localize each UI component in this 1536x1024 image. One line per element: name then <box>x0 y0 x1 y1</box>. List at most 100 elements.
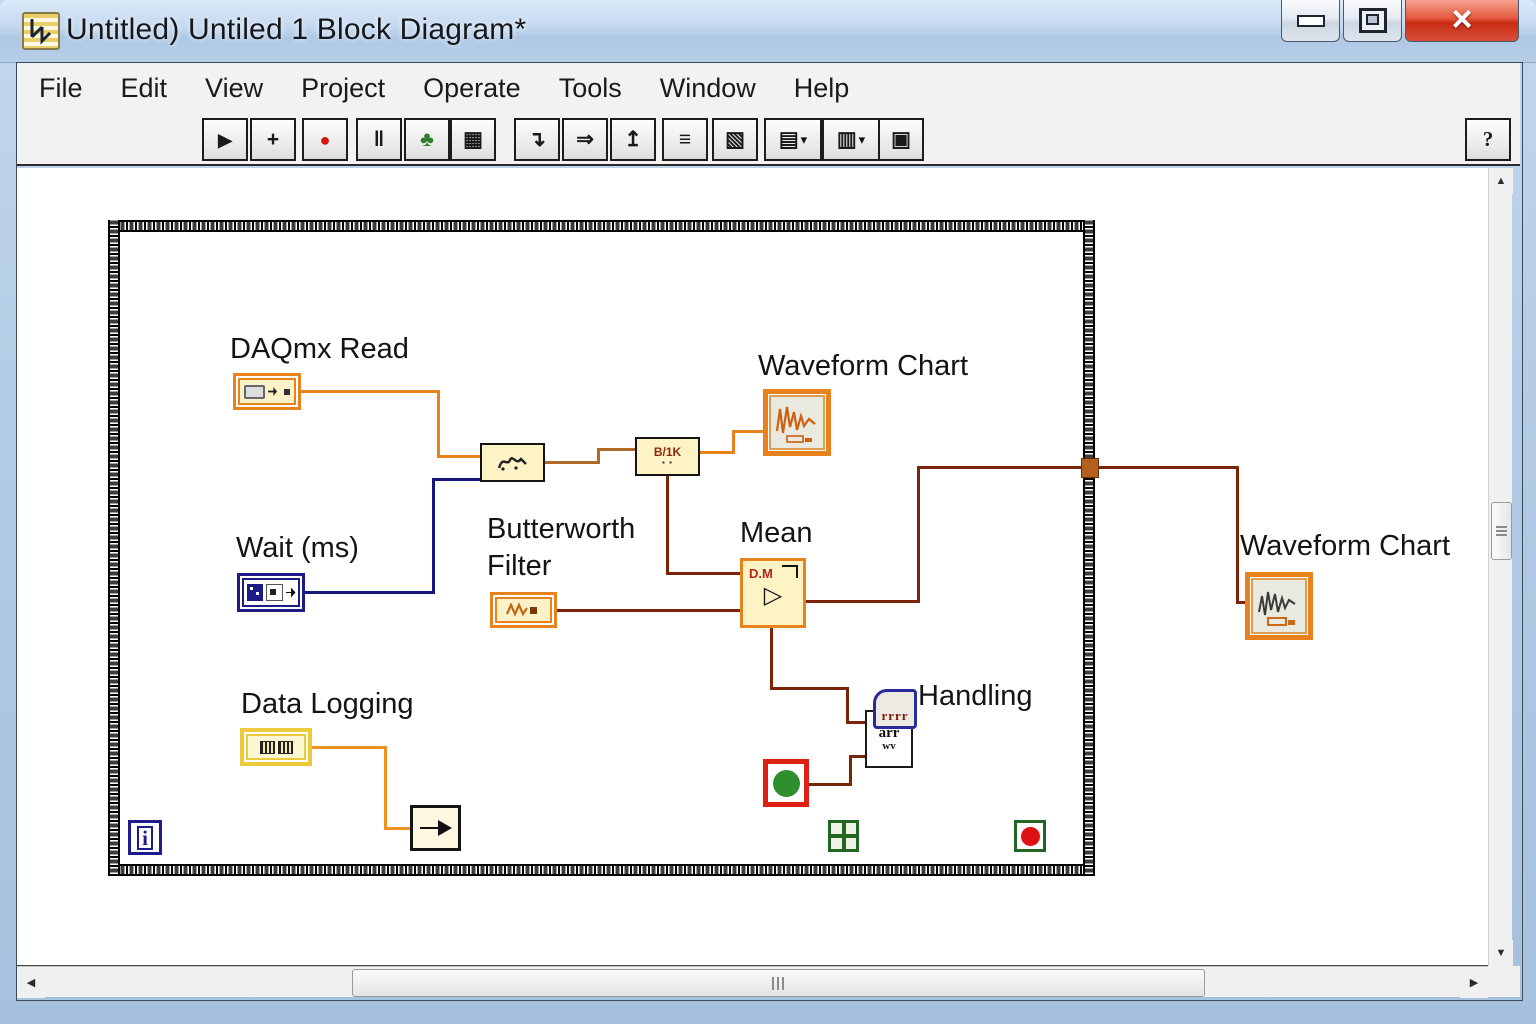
thumb-grip-icon <box>771 976 786 990</box>
wire-daqmx-to-filter[interactable] <box>437 390 440 458</box>
wire-wait-to-filter[interactable] <box>432 478 435 594</box>
pause-icon: ‖ <box>373 128 385 151</box>
handling-rrrr-glyph: rrrr <box>881 708 909 723</box>
wire-stop-to-handling[interactable] <box>807 783 852 786</box>
block-diagram-canvas[interactable]: DAQmx Read Wait (ms) Data Logging Butter… <box>17 168 1488 966</box>
wire-stop-to-handling[interactable] <box>849 755 852 786</box>
wire-filter-to-scale[interactable] <box>597 448 600 464</box>
toolbar-run[interactable]: ▶ <box>202 118 248 161</box>
scroll-right-button[interactable]: ▶ <box>1460 967 1488 998</box>
menu-item-view[interactable]: View <box>205 73 264 103</box>
while-loop-border-right[interactable] <box>1083 220 1095 876</box>
loop-condition-terminal[interactable] <box>1014 820 1046 852</box>
wire-mean-to-right-chart[interactable] <box>917 466 1239 469</box>
wire-butterworth-to-mean[interactable] <box>556 609 742 612</box>
menu-item-tools[interactable]: Tools <box>558 73 622 103</box>
wire-mean-to-right-chart[interactable] <box>1236 601 1247 604</box>
wire-mean-to-handling[interactable] <box>770 687 849 690</box>
toolbar-step-out[interactable]: ↥ <box>610 118 656 161</box>
wire-logging-to-write[interactable] <box>384 746 387 830</box>
toolbar-distribute-objects[interactable]: ▥▾ <box>822 118 880 161</box>
horizontal-scroll-thumb[interactable] <box>352 969 1205 997</box>
while-loop-border-top[interactable] <box>108 220 1095 232</box>
wire-wait-to-filter[interactable] <box>304 591 435 594</box>
close-button[interactable]: × <box>1405 0 1519 42</box>
wire-filter-to-scale[interactable] <box>544 461 600 464</box>
wire-scale-to-mean[interactable] <box>666 475 669 575</box>
menu-item-project[interactable]: Project <box>301 73 386 103</box>
daqmx-read-node[interactable] <box>233 373 301 410</box>
stop-boolean-node[interactable] <box>763 759 809 807</box>
thumb-grip-icon <box>1496 526 1507 536</box>
wire-mean-to-right-chart[interactable] <box>917 466 920 603</box>
wire-logging-to-write[interactable] <box>384 827 412 830</box>
vertical-scrollbar[interactable]: ▲ ▼ <box>1488 168 1513 966</box>
wire-mean-to-right-chart[interactable] <box>805 600 920 603</box>
horizontal-scrollbar[interactable]: ◀ ▶ <box>17 966 1488 998</box>
toolbar-context-help[interactable]: ? <box>1465 118 1511 161</box>
scroll-down-button[interactable]: ▼ <box>1489 940 1513 966</box>
label-waveform-chart-right: Waveform Chart <box>1240 530 1451 562</box>
label-wait-ms: Wait (ms) <box>236 532 359 564</box>
wire-scale-to-mean[interactable] <box>666 572 742 575</box>
step-out-icon: ↥ <box>624 128 642 151</box>
wire-mean-to-handling[interactable] <box>846 721 867 724</box>
menu-item-window[interactable]: Window <box>659 73 756 103</box>
title-bar[interactable]: Untitled) Untiled 1 Block Diagram* × <box>0 0 1536 63</box>
toolbar-reorder-objects[interactable]: ▣ <box>878 118 924 161</box>
mean-node[interactable]: D.M ▷ <box>740 558 806 628</box>
minimize-button[interactable] <box>1281 0 1340 42</box>
loop-iteration-terminal[interactable]: i <box>128 820 162 855</box>
toolbar-pause[interactable]: ‖ <box>356 118 402 161</box>
wire-filter-to-scale[interactable] <box>597 448 637 451</box>
wire-daqmx-to-filter[interactable] <box>437 455 482 458</box>
toolbar-run-continuously[interactable]: + <box>250 118 296 161</box>
label-mean: Mean <box>740 517 813 549</box>
waveform-chart-top-node[interactable] <box>763 389 831 456</box>
maximize-button[interactable] <box>1343 0 1402 42</box>
wire-daqmx-to-filter[interactable] <box>299 390 440 393</box>
wire-scale-to-chart[interactable] <box>732 430 735 454</box>
wire-stop-to-handling[interactable] <box>849 755 868 758</box>
toolbar-text-settings[interactable]: ≡ <box>662 118 708 161</box>
data-logging-node[interactable] <box>240 728 312 766</box>
vertical-scroll-thumb[interactable] <box>1491 502 1512 560</box>
wire-scale-to-chart[interactable] <box>699 451 735 454</box>
toolbar-step-over[interactable]: ⇒ <box>562 118 608 161</box>
clean-up-diagram-icon: ▧ <box>725 128 745 151</box>
scroll-left-button[interactable]: ◀ <box>17 967 45 998</box>
wait-ms-node[interactable] <box>237 573 305 612</box>
wire-mean-to-handling[interactable] <box>846 687 849 724</box>
scale-convert-node[interactable]: B/1K ▪ ▪ <box>635 437 700 476</box>
handling-top-page[interactable]: rrrr <box>873 689 917 729</box>
toolbar-retain-wire-values[interactable]: ▦ <box>450 118 496 161</box>
toolbar-abort-execution[interactable]: ● <box>302 118 348 161</box>
filter-express-node[interactable] <box>480 443 545 482</box>
menu-item-file[interactable]: File <box>39 73 83 103</box>
scroll-up-button[interactable]: ▲ <box>1489 168 1513 194</box>
write-file-node[interactable] <box>410 805 461 851</box>
labview-vi-icon <box>22 12 60 50</box>
toolbar-step-into[interactable]: ↴ <box>514 118 560 161</box>
menu-item-operate[interactable]: Operate <box>423 73 521 103</box>
wire-mean-to-right-chart[interactable] <box>1236 466 1239 604</box>
toolbar-highlight-execution[interactable]: ♣ <box>404 118 450 161</box>
wire-mean-to-handling[interactable] <box>770 627 773 690</box>
while-loop-border-bottom[interactable] <box>108 864 1095 876</box>
loop-tunnel[interactable] <box>1081 458 1099 478</box>
menu-item-help[interactable]: Help <box>793 73 850 103</box>
window-grid-terminal[interactable] <box>828 820 859 852</box>
waveform-chart-right-icon <box>1251 578 1307 634</box>
align-objects-icon: ▤ <box>778 128 799 151</box>
toolbar-clean-up-diagram[interactable]: ▧ <box>712 118 758 161</box>
wire-logging-to-write[interactable] <box>311 746 387 749</box>
menu-item-edit[interactable]: Edit <box>120 73 168 103</box>
butterworth-filter-node[interactable] <box>490 592 557 628</box>
filter-glyph <box>497 456 527 471</box>
wire-scale-to-chart[interactable] <box>732 430 765 433</box>
waveform-chart-right-node[interactable] <box>1245 572 1313 640</box>
wire-wait-to-filter[interactable] <box>432 478 482 481</box>
dropdown-arrow-icon: ▾ <box>858 131 866 147</box>
toolbar-align-objects[interactable]: ▤▾ <box>764 118 822 161</box>
while-loop-border-left[interactable] <box>108 220 120 876</box>
